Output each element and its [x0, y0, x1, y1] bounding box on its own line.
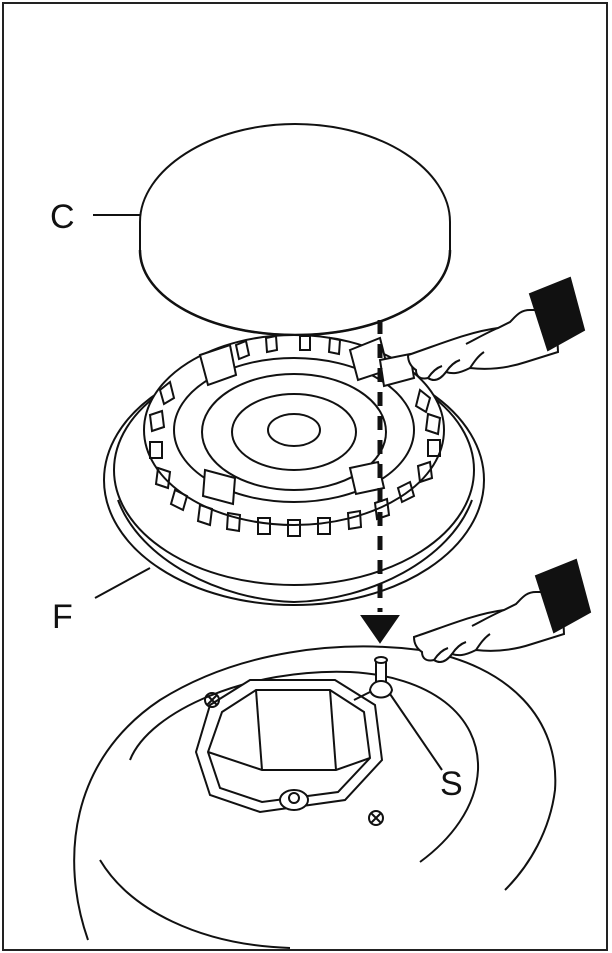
locating-pin	[353, 656, 443, 771]
burner-base	[73, 645, 557, 949]
pointing-hand-icon	[412, 558, 592, 663]
screw-icon	[368, 810, 384, 826]
label-pin: S	[440, 765, 463, 803]
flame-spreader	[94, 334, 485, 606]
label-cap: C	[50, 198, 75, 236]
label-flame-spreader: F	[52, 598, 73, 636]
screw-icon	[204, 692, 220, 708]
down-arrow-icon	[360, 320, 400, 644]
pointing-hand-icon	[406, 276, 586, 381]
burner-cap	[138, 122, 452, 337]
